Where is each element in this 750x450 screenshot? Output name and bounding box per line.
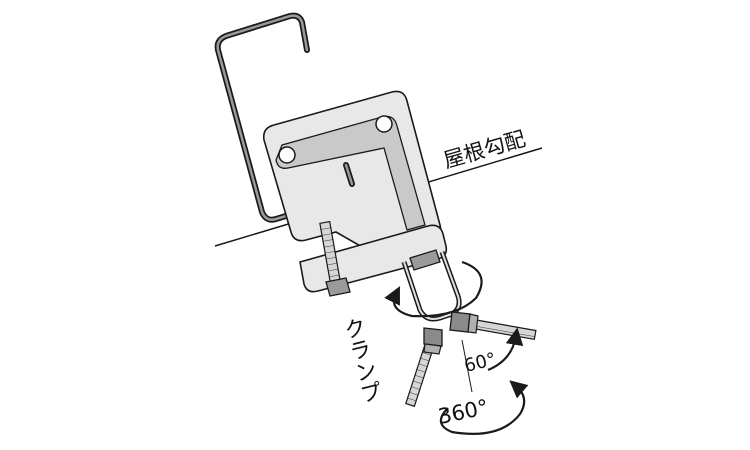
bracket-plate bbox=[262, 90, 442, 256]
threaded-rod bbox=[405, 327, 443, 408]
rotation-arrow-icon bbox=[384, 260, 483, 318]
angle-reference-line bbox=[461, 339, 473, 393]
threaded-rod bbox=[449, 311, 537, 341]
angle-360-label: 360° bbox=[436, 395, 490, 429]
angle-60-arrow-icon bbox=[487, 327, 524, 372]
angle-360-arrow-icon bbox=[439, 380, 529, 435]
clamp-label: クランプ bbox=[338, 315, 384, 406]
hole-icon bbox=[375, 115, 393, 133]
clamp-screw bbox=[319, 220, 351, 297]
hanging-bracket bbox=[401, 249, 462, 322]
hole-icon bbox=[278, 146, 296, 164]
angle-60-label: 60° bbox=[462, 349, 498, 377]
